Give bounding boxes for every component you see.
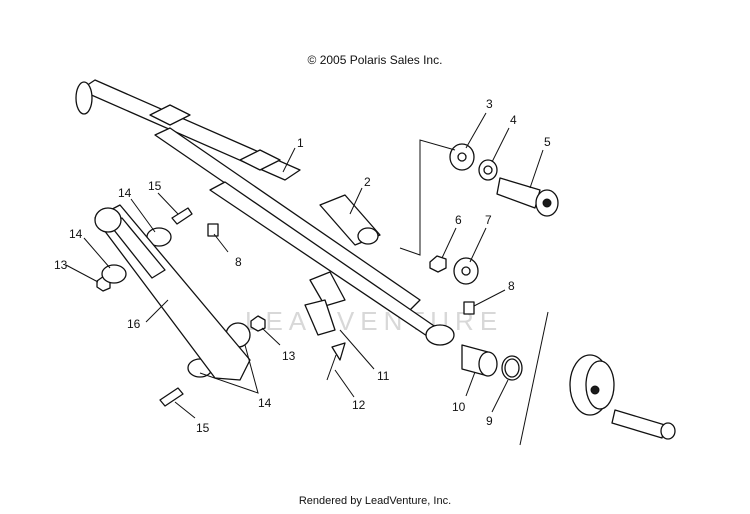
part-4-lock-washer	[478, 159, 498, 181]
wheel-hub	[519, 311, 676, 446]
watermark-text: LEADVENTURE	[245, 306, 503, 336]
part-12-clip	[326, 342, 346, 381]
rendered-by-text: Rendered by LeadVenture, Inc.	[298, 495, 452, 507]
callout-1: 1	[297, 136, 304, 150]
callout-8-right: 8	[508, 279, 515, 293]
callout-14-bottom: 14	[258, 396, 272, 410]
callout-6: 6	[455, 213, 462, 227]
callout-4: 4	[510, 113, 517, 127]
callout-8-left: 8	[235, 255, 242, 269]
callout-9: 9	[486, 414, 493, 428]
part-5-shoulder-bolt	[496, 177, 559, 217]
callout-15-bottom: 15	[196, 421, 210, 435]
callout-11: 11	[377, 369, 390, 383]
part-11-bracket	[304, 299, 336, 336]
part-2-a-arm-tube	[154, 127, 455, 346]
part-9-snap-ring	[501, 355, 523, 381]
part-3-washer	[449, 143, 475, 171]
part-10-bushing	[461, 344, 498, 377]
callout-12: 12	[352, 398, 366, 412]
part-15-bolt	[159, 207, 193, 407]
part-6-nut	[429, 255, 447, 273]
callout-7: 7	[485, 213, 492, 227]
callout-labels: 1 2 3 4 5 6 7 8 8 9 10 11 12 13 13 14 14…	[54, 97, 551, 435]
callout-13-right: 13	[282, 349, 296, 363]
part-16-stabilizer-link	[94, 204, 251, 381]
leader-lines	[65, 112, 544, 419]
part-7-washer	[453, 257, 479, 285]
callout-16: 16	[127, 317, 141, 331]
callout-14-top: 14	[118, 186, 132, 200]
copyright-text: © 2005 Polaris Sales Inc.	[307, 53, 443, 67]
callout-13-left: 13	[54, 258, 68, 272]
callout-15-top: 15	[148, 179, 162, 193]
callout-3: 3	[486, 97, 493, 111]
callout-14-left: 14	[69, 227, 83, 241]
part-8-grease-fitting	[207, 223, 475, 315]
part-14-washer	[101, 227, 251, 378]
callout-2: 2	[364, 175, 371, 189]
callout-10: 10	[452, 400, 466, 414]
part-1-upper-tube	[75, 79, 301, 181]
callout-5: 5	[544, 135, 551, 149]
